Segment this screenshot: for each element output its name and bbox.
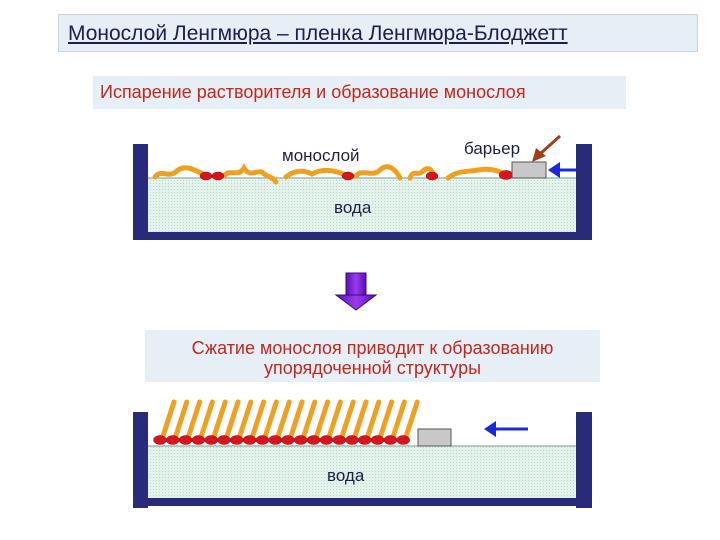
- ordered-tail: [390, 399, 407, 439]
- head-2: [211, 171, 225, 181]
- trough-top: [133, 144, 592, 240]
- ordered-head: [306, 435, 321, 445]
- ordered-tail: [186, 399, 203, 439]
- tail-4: [353, 164, 403, 181]
- ordered-head: [178, 435, 193, 445]
- ordered-tail: [275, 399, 292, 439]
- page-title: Монослой Ленгмюра – пленка Ленгмюра-Блод…: [68, 22, 568, 45]
- trough-floor-bottom: [133, 498, 592, 506]
- step2-caption-box: [145, 330, 600, 382]
- ordered-head: [345, 435, 359, 445]
- monolayer-heads-top: [199, 170, 514, 181]
- ordered-head: [383, 435, 398, 445]
- trough-bottom: [133, 412, 592, 508]
- head-3: [341, 171, 355, 181]
- ordered-tail: [288, 399, 305, 439]
- ordered-tail: [365, 399, 382, 439]
- ordered-head: [230, 435, 244, 445]
- ordered-tail: [237, 399, 254, 439]
- monolayer-disordered: [152, 163, 507, 185]
- ordered-tail: [326, 399, 343, 439]
- step1-caption-box: [93, 76, 626, 109]
- ordered-tail: [352, 399, 369, 439]
- tail-2: [221, 163, 279, 185]
- trough-left-wall-bottom: [133, 412, 148, 508]
- ordered-head: [242, 435, 257, 445]
- ordered-head: [166, 435, 180, 445]
- label-water-bottom: вода: [327, 466, 365, 485]
- ordered-head: [319, 435, 334, 445]
- label-monolayer: монослой: [282, 146, 360, 165]
- ordered-tail: [262, 399, 279, 439]
- barrier-top: [511, 161, 547, 179]
- ordered-head: [191, 435, 206, 445]
- step2-caption-line1: Сжатие монослоя приводит к образованию: [191, 338, 554, 358]
- down-arrow-icon: [334, 272, 378, 311]
- head-5: [498, 170, 514, 180]
- ordered-tail: [314, 399, 331, 439]
- head-4: [425, 171, 439, 181]
- ordered-head: [370, 435, 385, 445]
- ordered-tail: [378, 399, 395, 439]
- ordered-tail: [211, 399, 228, 439]
- ordered-head: [396, 435, 410, 445]
- water-bottom: [148, 446, 576, 498]
- left-arrow-icon: [548, 162, 576, 178]
- head-1: [199, 171, 213, 181]
- ordered-tail: [160, 399, 177, 439]
- ordered-tail: [250, 399, 267, 439]
- tail-6: [445, 166, 507, 181]
- trough-left-wall-top: [133, 144, 148, 240]
- ordered-tail: [224, 399, 241, 439]
- ordered-head: [294, 435, 308, 445]
- ordered-tail: [403, 399, 420, 439]
- trough-floor-top: [133, 232, 592, 240]
- ordered-head: [204, 435, 218, 445]
- ordered-tail: [301, 399, 318, 439]
- ordered-head: [332, 435, 346, 445]
- ordered-head: [281, 435, 295, 445]
- ordered-tail: [198, 399, 215, 439]
- ordered-head: [255, 435, 270, 445]
- pointer-arrow-icon: [532, 134, 562, 162]
- ordered-head: [358, 435, 372, 445]
- trough-right-wall-top: [576, 144, 592, 240]
- ordered-tail: [173, 399, 190, 439]
- ordered-head: [217, 435, 231, 445]
- tail-3: [283, 167, 349, 180]
- water-top: [148, 178, 576, 232]
- tail-1: [152, 165, 207, 180]
- step2-caption-line2: упорядоченной структуры: [263, 358, 482, 378]
- label-water-top: вода: [334, 198, 372, 217]
- ordered-head: [153, 435, 167, 445]
- left-arrow-icon: [484, 421, 528, 437]
- barrier-bottom: [417, 428, 452, 447]
- title-box: [58, 14, 698, 52]
- ordered-tail: [339, 399, 356, 439]
- ordered-head: [268, 435, 282, 445]
- trough-right-wall-bottom: [576, 412, 592, 508]
- step1-caption: Испарение растворителя и образование мон…: [100, 82, 526, 102]
- monolayer-ordered: [153, 399, 420, 445]
- label-barrier: барьер: [464, 139, 521, 158]
